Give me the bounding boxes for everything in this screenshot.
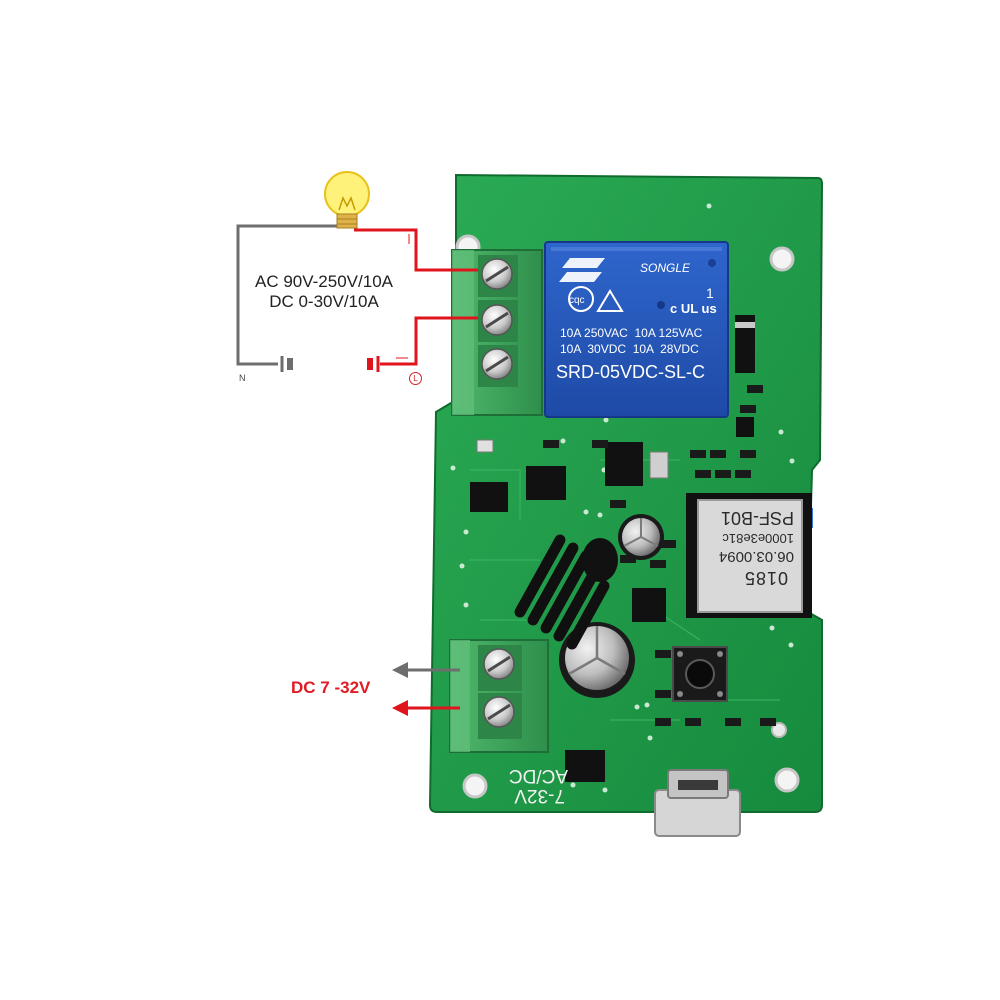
screw-terminal[interactable] bbox=[481, 348, 513, 380]
silkscreen-supply: AC/DC bbox=[509, 765, 568, 786]
battery-icon bbox=[280, 356, 380, 372]
push-button[interactable] bbox=[672, 646, 728, 702]
arrow-left-icon bbox=[392, 700, 460, 716]
wiring-diagram bbox=[236, 171, 478, 716]
module-line-3: 1000e3e81c bbox=[722, 531, 794, 546]
light-bulb-icon bbox=[324, 171, 370, 229]
power-terminal-block bbox=[449, 639, 549, 753]
wifi-module: 0185 06.03.0094 1000e3e81c PSF-B01 bbox=[686, 493, 812, 618]
micro-usb-port[interactable] bbox=[654, 769, 741, 837]
module-line-2: 06.03.0094 bbox=[719, 548, 794, 565]
relay-ul-number: 1 bbox=[706, 285, 714, 301]
relay-cert-mark: cqc bbox=[569, 295, 585, 306]
relay-spec-line-2: 10A 30VDC 10A 28VDC bbox=[560, 342, 699, 356]
module-model: PSF-B01 bbox=[721, 508, 794, 528]
relay: SONGLE cqc c UL us 1 10A 250VAC 10A 125V… bbox=[544, 241, 729, 418]
capacitor bbox=[559, 622, 635, 698]
screw-terminal[interactable] bbox=[483, 696, 515, 728]
dc-rating-label: DC 0-30V/10A bbox=[269, 292, 379, 311]
capacitor bbox=[618, 514, 664, 560]
screw-terminal[interactable] bbox=[483, 648, 515, 680]
silkscreen-voltage: 7-32V bbox=[514, 785, 565, 806]
arrow-left-icon bbox=[392, 662, 460, 678]
power-input-label: DC 7 -32V bbox=[291, 678, 371, 697]
smd-components bbox=[470, 315, 813, 782]
relay-spec-line-1: 10A 250VAC 10A 125VAC bbox=[560, 326, 703, 340]
module-line-1: 0185 bbox=[744, 568, 788, 588]
output-terminal-block bbox=[451, 249, 543, 416]
relay-model: SRD-05VDC-SL-C bbox=[556, 362, 705, 382]
live-mark: L bbox=[409, 372, 422, 385]
neutral-mark: N bbox=[239, 373, 246, 383]
relay-ul-mark: c UL us bbox=[670, 301, 717, 316]
screw-terminal[interactable] bbox=[481, 258, 513, 290]
load-rating: AC 90V-250V/10A DC 0-30V/10A bbox=[236, 272, 412, 312]
crystal-oscillator bbox=[582, 538, 618, 582]
relay-brand: SONGLE bbox=[640, 261, 691, 275]
ac-rating-label: AC 90V-250V/10A bbox=[255, 272, 393, 291]
screw-terminal[interactable] bbox=[481, 304, 513, 336]
